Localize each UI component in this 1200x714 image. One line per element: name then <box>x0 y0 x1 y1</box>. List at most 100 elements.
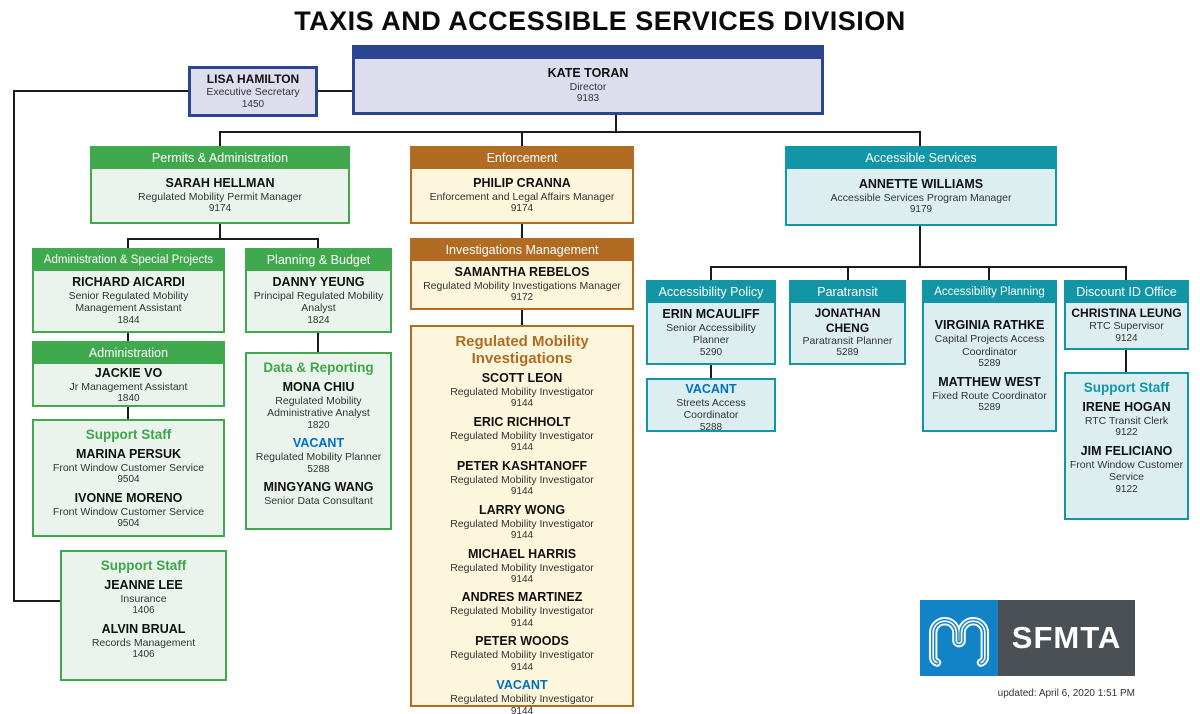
person-ext: 1406 <box>132 649 155 661</box>
person: PETER KASHTANOFF Regulated Mobility Inve… <box>415 459 629 499</box>
connector <box>13 600 60 602</box>
person-ext: 1450 <box>241 98 265 110</box>
person-ext: 1840 <box>117 393 140 405</box>
person: IRENE HOGAN RTC Transit Clerk 9122 <box>1069 400 1184 440</box>
person-role: Regulated Mobility Investigator <box>450 386 594 398</box>
person-ext: 9144 <box>510 705 534 714</box>
person-name: ALVIN BRUAL <box>101 621 186 636</box>
person: VIRGINIA RATHKE Capital Projects Access … <box>927 318 1052 370</box>
connector <box>710 266 712 280</box>
connector <box>521 310 523 325</box>
connector <box>13 90 15 601</box>
person-name: IRENE HOGAN <box>1082 400 1171 414</box>
person-ext: 1820 <box>307 419 330 431</box>
person-name: JEANNE LEE <box>104 578 183 592</box>
data-reporting-box: Data & Reporting MONA CHIU Regulated Mob… <box>245 352 392 530</box>
person-role: Regulated Mobility Investigator <box>450 693 594 706</box>
connector <box>219 131 221 146</box>
admin-special-projects-box: Administration & Special Projects RICHAR… <box>32 248 225 333</box>
person: ERIC RICHHOLT Regulated Mobility Investi… <box>415 415 629 455</box>
person-name: PETER KASHTANOFF <box>456 458 588 473</box>
person-name: RICHARD AICARDI <box>72 274 185 289</box>
updated-timestamp: updated: April 6, 2020 1:51 PM <box>997 688 1135 699</box>
person-role: RTC Transit Clerk <box>1084 415 1169 427</box>
investigations-mgmt-box: Investigations Management SAMANTHA REBEL… <box>410 238 634 310</box>
page-title: TAXIS AND ACCESSIBLE SERVICES DIVISION <box>294 6 906 36</box>
person-role: Insurance <box>120 593 167 605</box>
person-ext: 5289 <box>978 358 1001 370</box>
person-name: KATE TORAN <box>547 65 629 80</box>
person-name: VACANT <box>685 382 737 396</box>
person-role: Front Window Customer Service <box>52 462 205 474</box>
person-name: MINGYANG WANG <box>263 480 374 495</box>
person-ext: 1844 <box>117 314 140 326</box>
connector <box>317 333 319 352</box>
person-name: MONA CHIU <box>282 380 355 394</box>
connector <box>317 238 319 248</box>
person-role: Regulated Mobility Investigator <box>450 561 594 574</box>
person-role: Regulated Mobility Investigator <box>450 605 594 618</box>
person-role: Fixed Route Coordinator <box>932 389 1047 402</box>
person-role: Principal Regulated Mobility Analyst <box>253 289 384 315</box>
muni-m-icon <box>928 617 990 667</box>
person-name: ERIN MCAULIFF <box>662 306 760 321</box>
person-role: Senior Regulated Mobility Management Ass… <box>68 289 189 315</box>
person-name: MATTHEW WEST <box>938 374 1041 389</box>
connector <box>919 131 921 146</box>
planning-budget-box: Planning & Budget DANNY YEUNG Principal … <box>245 248 392 333</box>
admin-special-projects-header: Administration & Special Projects <box>34 250 223 271</box>
person-name: MICHAEL HARRIS <box>467 546 577 561</box>
accessible-services-header: Accessible Services <box>787 148 1055 169</box>
person-role: RTC Supervisor <box>1089 320 1164 333</box>
person-role: Regulated Mobility Investigator <box>450 429 594 442</box>
person-name: LARRY WONG <box>478 502 566 517</box>
person: SCOTT LEON Regulated Mobility Investigat… <box>415 371 629 411</box>
administration-header: Administration <box>34 343 223 364</box>
connector <box>615 115 617 133</box>
person-name: PETER WOODS <box>475 634 569 649</box>
person-ext: 1824 <box>307 314 330 326</box>
accessible-services-box: Accessible Services ANNETTE WILLIAMS Acc… <box>785 146 1057 226</box>
connector <box>14 90 188 92</box>
connector <box>127 238 129 248</box>
person-role: Regulated Mobility Permit Manager <box>138 190 302 203</box>
person-ext: 9179 <box>909 203 933 215</box>
accessibility-policy-box: Accessibility Policy ERIN MCAULIFF Senio… <box>646 280 776 365</box>
support-staff-rtc-box: Support Staff IRENE HOGAN RTC Transit Cl… <box>1064 372 1189 520</box>
connector <box>521 224 523 238</box>
connector <box>710 266 1127 268</box>
person-ext: 9183 <box>576 92 600 104</box>
person-ext: 5289 <box>978 402 1001 414</box>
person-name: LISA HAMILTON <box>206 71 300 86</box>
person: VACANT Regulated Mobility Investigator 9… <box>415 678 629 714</box>
person-name: VIRGINIA RATHKE <box>934 318 1045 333</box>
person-name: SARAH HELLMAN <box>165 175 275 190</box>
connector <box>127 238 319 240</box>
person-role: Paratransit Planner <box>802 334 893 347</box>
support-staff-admin-box: Support Staff MARINA PERSUK Front Window… <box>32 419 225 537</box>
connector <box>919 226 921 268</box>
support-staff-insurance-box: Support Staff JEANNE LEE Insurance 1406 … <box>60 550 227 681</box>
person-name: CHRISTINA LEUNG <box>1071 305 1182 320</box>
person-name: SCOTT LEON <box>481 371 563 385</box>
person: MARINA PERSUK Front Window Customer Serv… <box>37 447 220 487</box>
person-name: JIM FELICIANO <box>1080 443 1173 458</box>
person-role: Regulated Mobility Investigator <box>450 517 594 530</box>
permits-admin-header: Permits & Administration <box>92 148 348 169</box>
discount-id-header: Discount ID Office <box>1066 282 1187 303</box>
person-name: ANDRES MARTINEZ <box>461 590 583 605</box>
accessibility-policy-header: Accessibility Policy <box>648 282 774 303</box>
planning-budget-header: Planning & Budget <box>247 250 390 271</box>
person-name: DANNY YEUNG <box>272 274 365 289</box>
person-name: JONATHAN CHENG <box>814 306 881 335</box>
connector <box>219 224 221 238</box>
person-role: Regulated Mobility Investigator <box>450 649 594 662</box>
exec-secretary-box: LISA HAMILTON Executive Secretary 1450 <box>188 66 318 117</box>
person-name: IVONNE MORENO <box>74 490 183 505</box>
person-role: Streets Access Coordinator <box>676 397 746 422</box>
paratransit-box: Paratransit JONATHAN CHENG Paratransit P… <box>789 280 906 365</box>
person: JIM FELICIANO Front Window Customer Serv… <box>1069 444 1184 496</box>
person-ext: 9144 <box>510 486 534 498</box>
connector <box>1125 266 1127 280</box>
